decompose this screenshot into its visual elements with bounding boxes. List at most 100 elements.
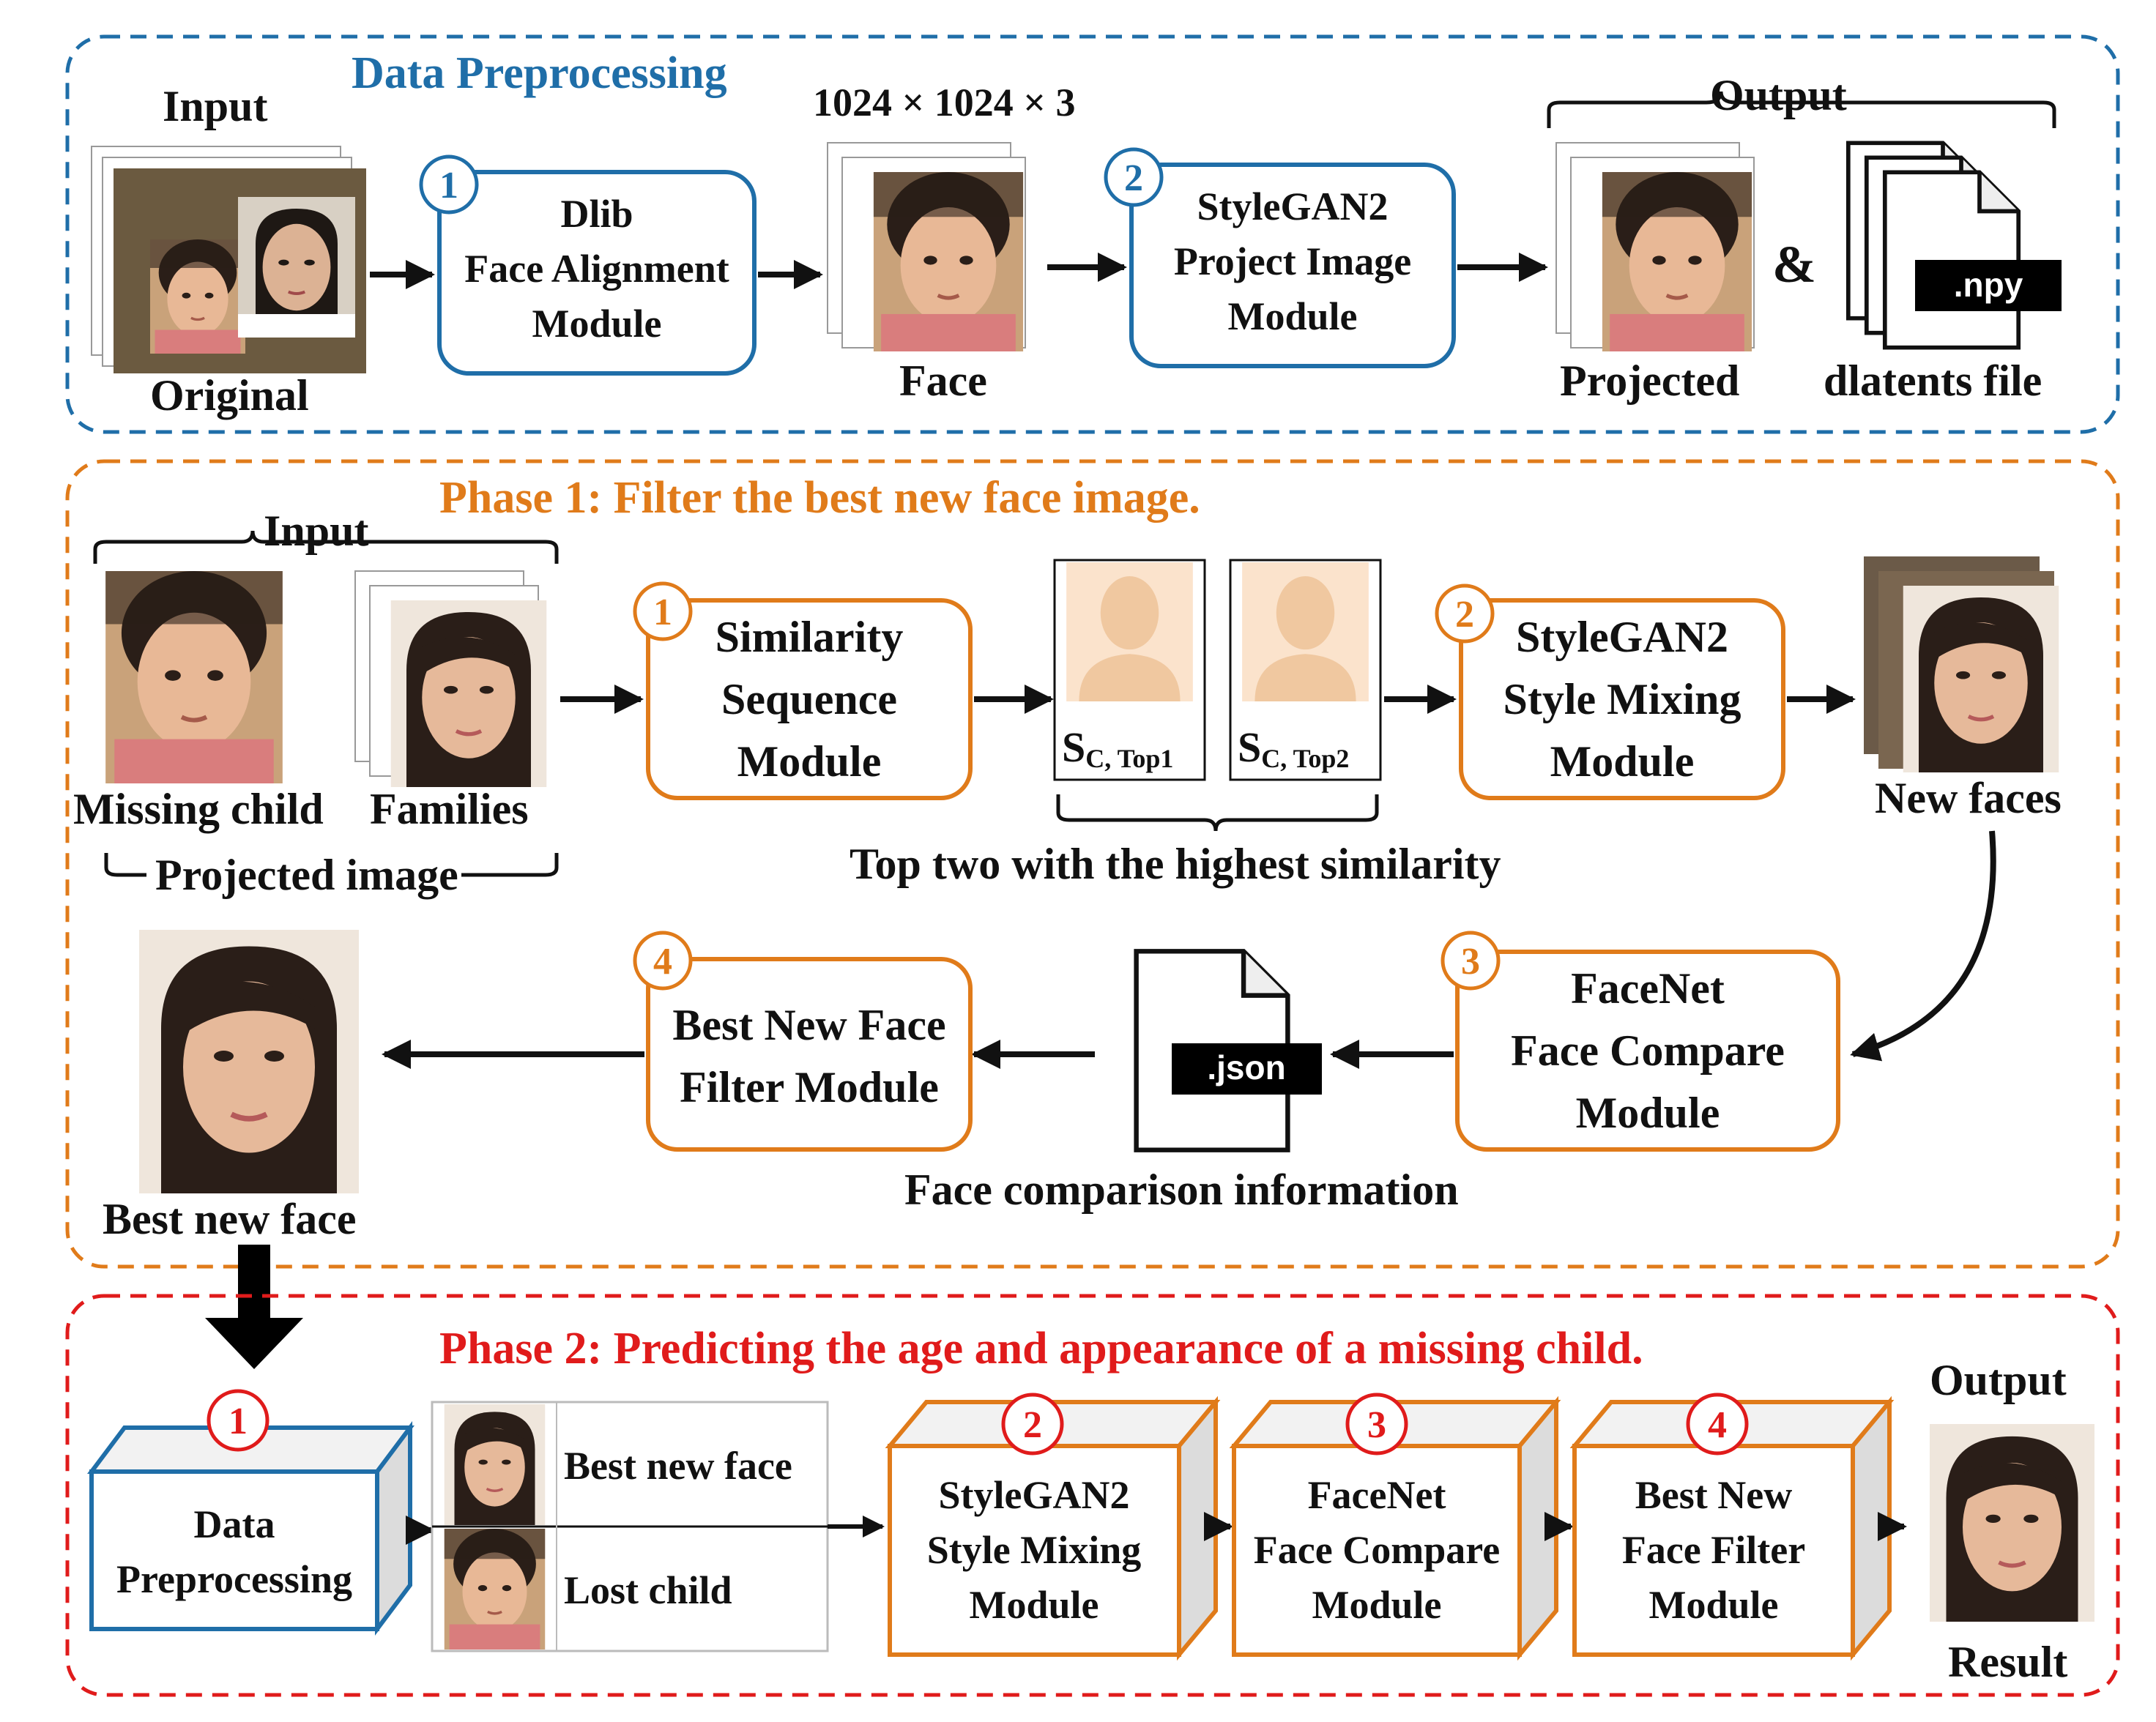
p2-best-new-face-filter-box: 4 Best New Face Filter Module xyxy=(1569,1393,1895,1661)
module-line: Face Compare xyxy=(1511,1026,1785,1075)
module-number: 4 xyxy=(1708,1404,1727,1446)
output-label: Output xyxy=(1710,71,1847,119)
module-line: StyleGAN2 xyxy=(1516,613,1728,661)
projected-face-stack xyxy=(1555,142,1755,351)
result-label: Result xyxy=(1948,1638,2067,1686)
module-line: Preprocessing xyxy=(116,1557,352,1601)
dlatents-label: dlatents file xyxy=(1824,357,2042,405)
top-two-label: Top two with the highest similarity xyxy=(850,840,1501,888)
module-line: FaceNet xyxy=(1308,1473,1446,1517)
aligned-face-stack xyxy=(827,142,1026,351)
module-line: StyleGAN2 xyxy=(1197,184,1389,228)
module-line: Module xyxy=(737,737,882,786)
face-photo-icon xyxy=(445,1404,546,1525)
projected-image-label: Projected image xyxy=(155,851,458,899)
module-number: 3 xyxy=(1461,941,1480,983)
module-line: Project Image xyxy=(1174,239,1411,283)
result-face-photo xyxy=(1930,1424,2094,1622)
projected-label: Projected xyxy=(1560,357,1739,405)
input-brace xyxy=(93,530,559,564)
module-line: Similarity xyxy=(715,613,904,661)
module-number: 3 xyxy=(1367,1404,1386,1446)
npy-tag: .npy xyxy=(1954,266,2023,304)
new-faces-label: New faces xyxy=(1875,774,2062,822)
json-document: .json xyxy=(1137,951,1322,1149)
original-photo-stack xyxy=(91,146,366,373)
module-line: Filter Module xyxy=(680,1063,939,1111)
best-new-face-label: Best new face xyxy=(103,1195,357,1243)
stylegan2-style-mixing-module: 2 StyleGAN2 Style Mixing Module xyxy=(1435,584,1785,800)
module-line: Face Alignment xyxy=(464,247,729,291)
face-label: Face xyxy=(899,357,987,405)
face-photo-icon xyxy=(874,172,1023,351)
preprocessing-input-label: Input xyxy=(163,82,267,130)
stylegan2-project-image-module: 2 StyleGAN2 Project Image Module xyxy=(1104,147,1456,368)
pair-lost-child-label: Lost child xyxy=(564,1568,732,1612)
module-number: 1 xyxy=(439,165,458,206)
module-line: Style Mixing xyxy=(1503,675,1741,723)
json-tag: .json xyxy=(1207,1048,1285,1086)
module-number: 4 xyxy=(653,941,672,983)
preprocessing-section xyxy=(65,34,2120,434)
module-line: Sequence xyxy=(721,675,897,723)
module-line: Style Mixing xyxy=(927,1528,1142,1572)
module-number: 2 xyxy=(1455,594,1474,636)
module-line: Module xyxy=(1576,1089,1720,1137)
preprocessing-title: Data Preprocessing xyxy=(352,48,727,98)
p2-output-label: Output xyxy=(1930,1356,2067,1404)
new-faces-stack xyxy=(1864,556,2059,772)
top-two-brace xyxy=(1056,794,1379,832)
module-line: Module xyxy=(1550,737,1695,786)
missing-child-label: Missing child xyxy=(73,785,324,833)
face-photo-icon xyxy=(114,168,366,373)
arrow-icon xyxy=(1850,830,1996,1062)
module-line: Module xyxy=(969,1583,1099,1627)
sc-top2-label: SC, Top2 xyxy=(1238,723,1349,773)
module-number: 2 xyxy=(1124,157,1143,199)
p2-stylegan2-style-mixing-box: 2 StyleGAN2 Style Mixing Module xyxy=(885,1393,1221,1661)
module-line: Dlib xyxy=(560,192,633,236)
best-new-face-photo xyxy=(139,930,359,1193)
phase1-title: Phase 1: Filter the best new face image. xyxy=(439,473,1200,523)
facenet-face-compare-module: 3 FaceNet Face Compare Module xyxy=(1441,931,1840,1152)
data-preprocessing-box: 1 Data Preprocessing xyxy=(87,1389,415,1636)
dimension-label: 1024 × 1024 × 3 xyxy=(813,81,1076,124)
face-photo-icon xyxy=(105,571,283,783)
face-photo-icon xyxy=(445,1529,546,1650)
missing-child-photo xyxy=(105,571,283,783)
best-new-face-filter-module: 4 Best New Face Filter Module xyxy=(633,931,973,1152)
person-silhouette-icon xyxy=(1066,562,1193,701)
face-pair-table: Best new face Lost child xyxy=(431,1401,829,1652)
module-line: Face Compare xyxy=(1254,1528,1500,1572)
module-line: Face Filter xyxy=(1622,1528,1805,1572)
output-brace xyxy=(1547,91,2056,128)
module-line: Module xyxy=(1312,1583,1441,1627)
module-line: Best New Face xyxy=(672,1001,945,1049)
module-line: Data xyxy=(194,1502,275,1546)
module-line: StyleGAN2 xyxy=(939,1473,1130,1517)
top1-candidate: SC, Top1 xyxy=(1053,559,1206,781)
module-line: FaceNet xyxy=(1571,964,1725,1013)
module-line: Module xyxy=(1648,1583,1778,1627)
phase1-input-label: Input xyxy=(264,507,368,555)
module-line: Module xyxy=(532,302,661,346)
arrow-icon xyxy=(205,1245,303,1369)
families-photo-stack xyxy=(354,570,546,787)
sc-top1-label: SC, Top1 xyxy=(1062,723,1173,773)
ampersand: & xyxy=(1772,235,1816,294)
top2-candidate: SC, Top2 xyxy=(1229,559,1382,781)
pair-best-new-face-label: Best new face xyxy=(564,1444,792,1488)
projected-image-brace xyxy=(104,853,559,877)
module-number: 1 xyxy=(228,1401,248,1442)
families-label: Families xyxy=(370,785,529,833)
dlib-face-alignment-module: 1 Dlib Face Alignment Module xyxy=(419,154,757,376)
original-label: Original xyxy=(150,371,309,420)
similarity-sequence-module: 1 Similarity Sequence Module xyxy=(633,581,973,800)
module-number: 2 xyxy=(1023,1404,1042,1446)
module-line: Module xyxy=(1227,294,1357,338)
face-photo-icon xyxy=(1602,172,1752,351)
phase2-section xyxy=(65,1294,2120,1697)
person-silhouette-icon xyxy=(1242,562,1369,701)
module-number: 1 xyxy=(653,592,672,633)
